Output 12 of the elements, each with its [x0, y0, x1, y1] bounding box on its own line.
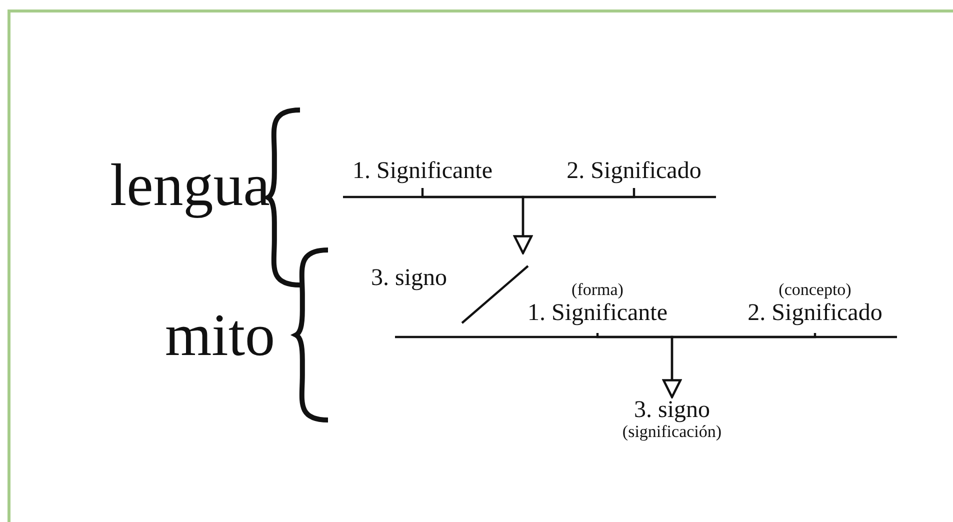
term-label: 2. Significado	[566, 158, 702, 184]
term-label: 3. signo	[634, 397, 710, 424]
connector-arrow	[662, 333, 816, 398]
level-label: mito	[165, 305, 276, 365]
annotation-text: (concepto)	[778, 281, 852, 300]
sign-label: 3. signo	[371, 265, 448, 292]
connector-arrow	[514, 188, 636, 254]
term-label: 1. Significante	[352, 158, 492, 184]
term-label: 2. Significado	[748, 300, 882, 326]
annotation-text: (significación)	[622, 423, 722, 442]
term-label: 1. Significante	[528, 300, 668, 326]
annotation-text: (forma)	[572, 281, 624, 300]
